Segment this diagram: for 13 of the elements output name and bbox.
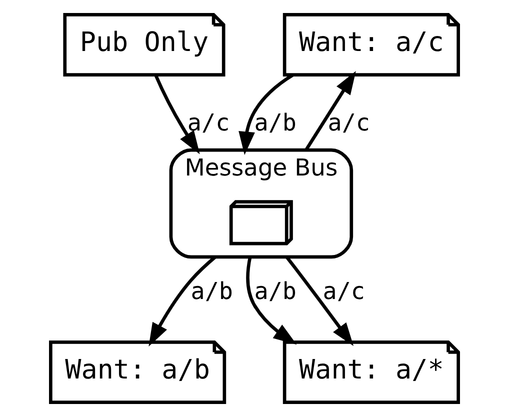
arrow [246, 256, 296, 345]
arrow [154, 74, 200, 154]
edge-label: a/c [322, 277, 364, 306]
edge-label: a/c [327, 108, 370, 136]
arrow [148, 256, 216, 346]
arrow [238, 74, 293, 156]
edge-label: a/b [254, 277, 296, 306]
arrow [284, 256, 354, 346]
edge-label: a/b [190, 277, 233, 306]
cluster: Message Bus [168, 148, 353, 259]
edge-label: a/c [186, 108, 230, 136]
arrow [304, 71, 356, 151]
edge-label: a/b [254, 108, 296, 136]
